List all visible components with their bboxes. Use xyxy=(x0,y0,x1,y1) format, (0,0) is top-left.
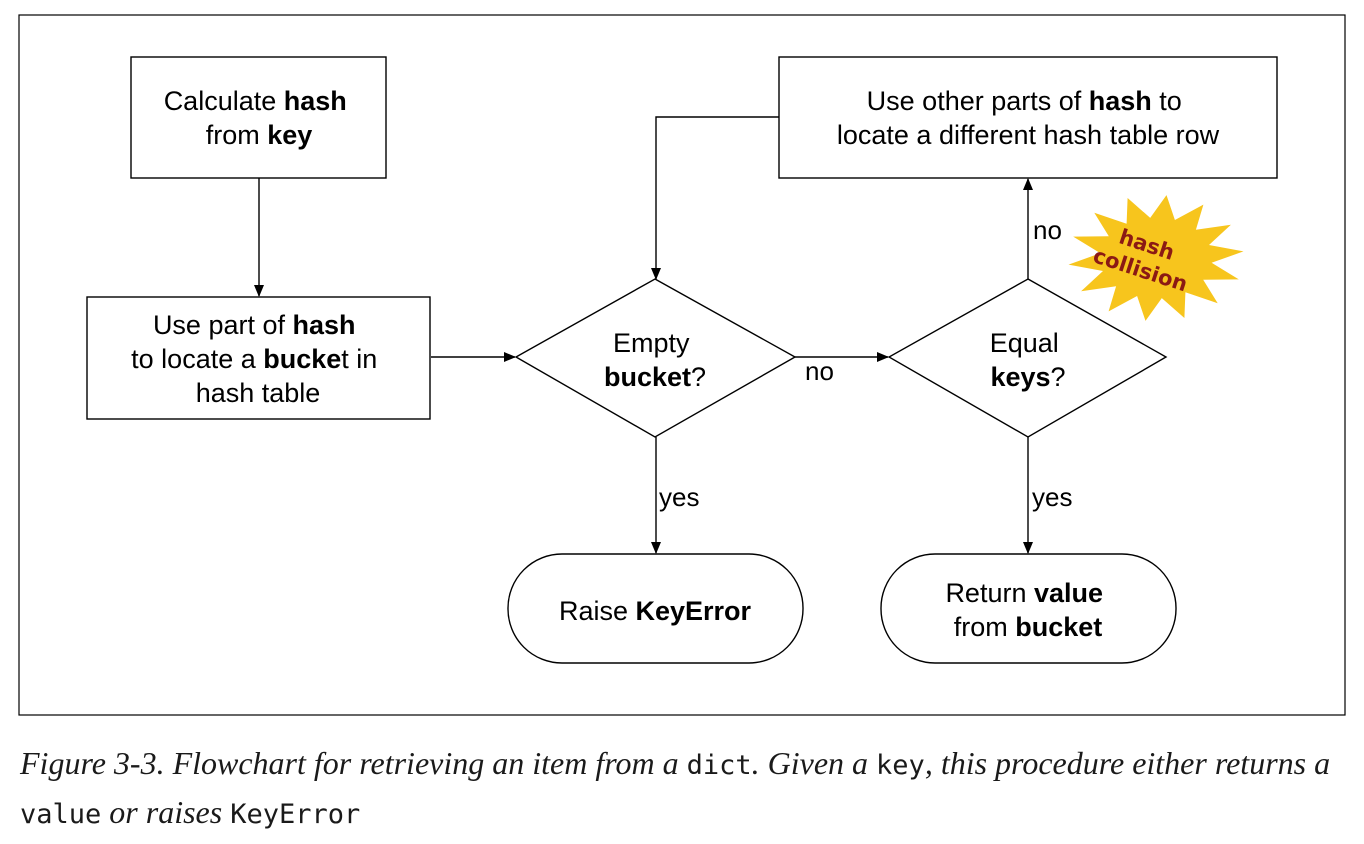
calc-hash-box xyxy=(130,56,387,179)
other-parts-line2: locate a different hash table row xyxy=(837,120,1220,150)
caption-text-2: . Given a xyxy=(751,745,877,781)
edge-label-empty-yes: yes xyxy=(659,482,699,512)
edge-label-equal-yes: yes xyxy=(1032,482,1072,512)
return-value-line1: Return value xyxy=(945,578,1110,608)
svg-text:Use other parts of hash to: Use other parts of hash to locate a diff… xyxy=(837,86,1220,150)
locate-bucket-line2: to locate a bucket in xyxy=(131,344,385,374)
empty-bucket-line2: bucket? xyxy=(604,362,706,392)
empty-bucket-diamond xyxy=(514,278,797,438)
svg-text:Return value f: Return value from bucket xyxy=(945,578,1110,642)
empty-bucket-line1: Empty xyxy=(613,328,690,358)
calc-hash-line2: from key xyxy=(206,120,313,150)
svg-text:Calculate hash: Calculate hash from key xyxy=(164,86,355,150)
raise-keyerror-line1: Raise KeyError xyxy=(559,596,752,626)
caption-code-dict: dict xyxy=(686,750,752,781)
other-parts-line1: Use other parts of hash to xyxy=(867,86,1190,116)
caption-text-1: Figure 3-3. Flowchart for retrieving an … xyxy=(20,745,687,781)
calc-hash-line1: Calculate hash xyxy=(164,86,355,116)
hash-collision-burst xyxy=(1068,195,1244,321)
caption-code-keyerror: KeyError xyxy=(230,799,361,830)
equal-keys-line1: Equal xyxy=(990,328,1059,358)
caption-text-4: or raises xyxy=(101,794,231,830)
svg-text:Equal keys?: Equal keys? xyxy=(990,328,1067,392)
svg-text:Raise KeyError: Raise KeyError xyxy=(559,596,752,626)
figure-caption: Figure 3-3. Flowchart for retrieving an … xyxy=(20,740,1350,838)
edge-label-empty-no: no xyxy=(805,356,834,386)
svg-text:Empty bucket?: Empty bucket? xyxy=(604,328,706,392)
return-value-line2: from bucket xyxy=(954,612,1103,642)
caption-text-3: , this procedure either returns a xyxy=(924,745,1331,781)
edge-other-to-empty xyxy=(651,116,779,280)
return-value-terminal xyxy=(880,553,1177,664)
raise-keyerror-terminal xyxy=(507,553,804,664)
other-parts-box xyxy=(778,56,1278,179)
caption-code-value: value xyxy=(20,799,102,830)
equal-keys-line2: keys? xyxy=(990,362,1065,392)
equal-keys-diamond xyxy=(887,278,1168,438)
locate-bucket-line3: hash table xyxy=(196,378,321,408)
svg-text:Use part of hash: Use part of hash to locate a bucket in h… xyxy=(131,310,385,408)
edge-label-equal-no: no xyxy=(1033,215,1062,245)
locate-bucket-line1: Use part of hash xyxy=(153,310,363,340)
locate-bucket-box xyxy=(86,296,431,420)
caption-code-key: key xyxy=(876,750,925,781)
